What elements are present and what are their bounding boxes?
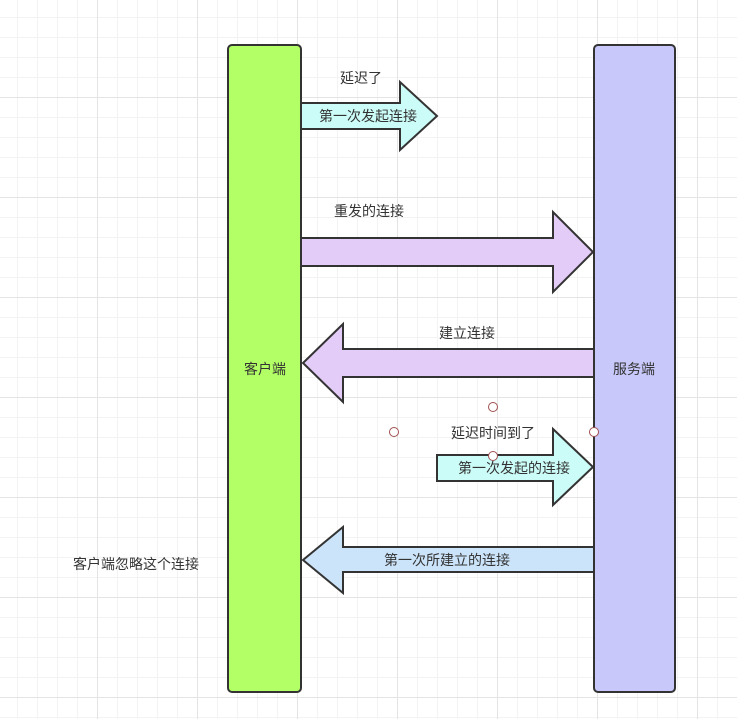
client-ignores-note: 客户端忽略这个连接: [73, 557, 199, 573]
first-request-label: 第一次发起连接: [319, 109, 417, 125]
selection-handle[interactable]: [589, 427, 599, 437]
establish-label: 建立连接: [439, 326, 495, 342]
selection-handle[interactable]: [389, 427, 399, 437]
server-label: 服务端: [613, 362, 655, 378]
first-request-arrow: [300, 79, 439, 153]
client-lifeline: [227, 44, 302, 693]
first-established-arrow: [301, 524, 595, 596]
first-request-arrived-label: 第一次发起的连接: [458, 461, 570, 477]
first-request-arrived-arrow: [436, 426, 595, 508]
selection-handle[interactable]: [488, 402, 498, 412]
delay-time-up-note: 延迟时间到了: [451, 426, 535, 442]
selection-handle[interactable]: [488, 451, 498, 461]
client-label: 客户端: [244, 362, 286, 378]
establish-arrow: [301, 321, 595, 405]
resend-arrow: [300, 209, 595, 295]
delayed-note: 延迟了: [340, 71, 382, 87]
resend-label: 重发的连接: [334, 204, 404, 220]
first-established-label: 第一次所建立的连接: [384, 553, 510, 569]
